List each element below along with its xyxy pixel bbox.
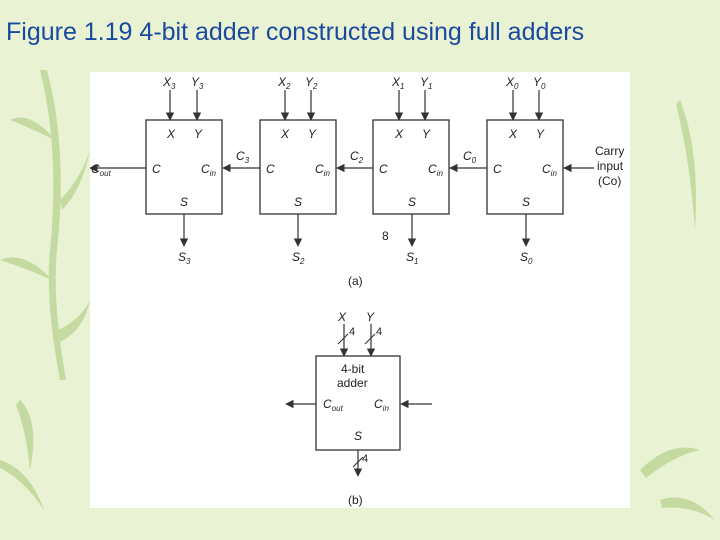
output-s-label: S3 — [178, 250, 191, 266]
port-s-label: S — [522, 195, 530, 209]
carry-label-c0: C0 — [463, 149, 477, 165]
port-c-label: C — [152, 162, 161, 176]
input-x-label: X3 — [162, 75, 176, 91]
block-title-line1: 4-bit — [341, 362, 365, 376]
cout-label: Cout — [91, 162, 112, 178]
block-diagram: X Y 4 4 4-bit adder Cout Cin S 4 (b) — [285, 310, 432, 507]
output-s-label: S2 — [292, 250, 305, 266]
port-c-label: C — [266, 162, 275, 176]
output-s-label: S0 — [520, 250, 533, 266]
full-adder-3: X3 Y3 X Y C Cin S S3 — [145, 75, 223, 266]
port-y-label: Y — [536, 127, 545, 141]
ripple-carry-diagram: X3 Y3 X Y C Cin S S3 X2 Y2 X Y C Cin — [90, 75, 624, 288]
block-cout-label: Cout — [323, 397, 344, 413]
slide-title: Figure 1.19 4-bit adder constructed usin… — [6, 18, 585, 46]
carry-label-c3: C3 — [236, 149, 250, 165]
bus-width-s: 4 — [362, 453, 368, 465]
stray-label: 8 — [382, 229, 389, 243]
full-adder-1: X1 Y1 X Y C Cin S S1 — [372, 75, 450, 266]
bus-width-x: 4 — [349, 326, 355, 338]
port-s-label: S — [408, 195, 416, 209]
port-x-label: X — [394, 127, 404, 141]
caption-b: (b) — [348, 493, 363, 507]
input-y-label: Y1 — [420, 75, 432, 91]
block-input-x-label: X — [337, 310, 347, 324]
port-cin-label: Cin — [315, 162, 330, 178]
port-c-label: C — [379, 162, 388, 176]
input-y-label: Y0 — [533, 75, 546, 91]
port-s-label: S — [294, 195, 302, 209]
block-title-line2: adder — [337, 376, 368, 390]
svg-text:(Co): (Co) — [598, 174, 621, 188]
input-x-label: X2 — [277, 75, 291, 91]
svg-text:Carry: Carry — [595, 144, 624, 158]
port-cin-label: Cin — [542, 162, 557, 178]
bus-width-y: 4 — [376, 326, 382, 338]
bus-slash-x — [337, 333, 349, 345]
svg-text:input: input — [597, 159, 624, 173]
port-y-label: Y — [422, 127, 431, 141]
input-y-label: Y2 — [305, 75, 318, 91]
full-adder-2: X2 Y2 X Y C Cin S S2 — [259, 75, 337, 266]
adder-figure: X3 Y3 X Y C Cin S S3 X2 Y2 X Y C Cin — [90, 72, 630, 508]
block-cin-label: Cin — [374, 397, 389, 413]
port-x-label: X — [166, 127, 176, 141]
bus-slash-y — [364, 333, 376, 345]
input-x-label: X0 — [505, 75, 519, 91]
carry-label-c2: C2 — [350, 149, 364, 165]
figure-svg: X3 Y3 X Y C Cin S S3 X2 Y2 X Y C Cin — [90, 75, 624, 507]
port-c-label: C — [493, 162, 502, 176]
full-adder-box — [486, 119, 564, 215]
port-cin-label: Cin — [201, 162, 216, 178]
port-y-label: Y — [194, 127, 203, 141]
port-y-label: Y — [308, 127, 317, 141]
carry-input-label: Carry input (Co) — [595, 144, 624, 188]
port-cin-label: Cin — [428, 162, 443, 178]
port-s-label: S — [180, 195, 188, 209]
block-input-y-label: Y — [366, 310, 375, 324]
port-x-label: X — [280, 127, 290, 141]
full-adder-0: X0 Y0 X Y C Cin S S0 — [486, 75, 564, 266]
port-x-label: X — [508, 127, 518, 141]
output-s-label: S1 — [406, 250, 418, 266]
bus-slash-s — [352, 456, 364, 468]
input-y-label: Y3 — [191, 75, 204, 91]
block-s-label: S — [354, 429, 362, 443]
caption-a: (a) — [348, 274, 363, 288]
full-adder-box — [372, 119, 450, 215]
input-x-label: X1 — [391, 75, 404, 91]
